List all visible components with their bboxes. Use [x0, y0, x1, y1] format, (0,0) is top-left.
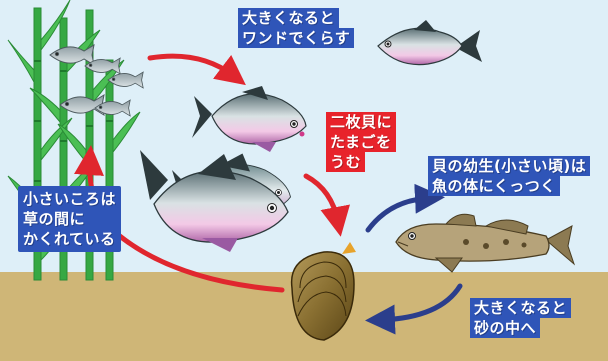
arrow-goby-to-sand [365, 283, 463, 335]
mussel-shell [290, 242, 356, 341]
label-line: かくれている [23, 230, 116, 248]
label-line: 砂の中へ [470, 318, 541, 338]
blue-arrows [365, 183, 463, 335]
goby-fish [395, 213, 576, 273]
label-line: 貝の幼生(小さい頃)は [428, 156, 591, 176]
label-larva-attach: 貝の幼生(小さい頃)は 魚の体にくっつく [428, 156, 591, 196]
label-grow-to-wando: 大きくなると ワンドでくらす [238, 8, 355, 48]
fish-pair [140, 150, 291, 252]
arrow-fish-to-shell [303, 173, 350, 237]
label-line: 大きくなると [238, 8, 340, 28]
label-line: 草の間に [23, 210, 86, 228]
label-line: 小さいころは [23, 190, 117, 208]
arrow-grass-to-wando [147, 53, 246, 86]
label-line: うむ [326, 152, 366, 172]
label-line: 魚の体にくっつく [428, 176, 560, 196]
label-line: 二枚貝に [326, 112, 397, 132]
small-fish-school [49, 43, 144, 117]
label-line: 大きくなると [470, 298, 572, 318]
label-lay-eggs: 二枚貝に たまごを うむ [326, 112, 397, 172]
label-line: ワンドでくらす [238, 28, 355, 48]
arrow-shell-to-goby [365, 183, 445, 233]
adult-fish-top [377, 20, 482, 66]
spawning-fish [192, 86, 307, 152]
label-line: たまごを [326, 132, 396, 152]
label-grow-to-sand: 大きくなると 砂の中へ [470, 298, 572, 338]
label-hide-in-grass: 小さいころは 草の間に かくれている [18, 186, 122, 252]
